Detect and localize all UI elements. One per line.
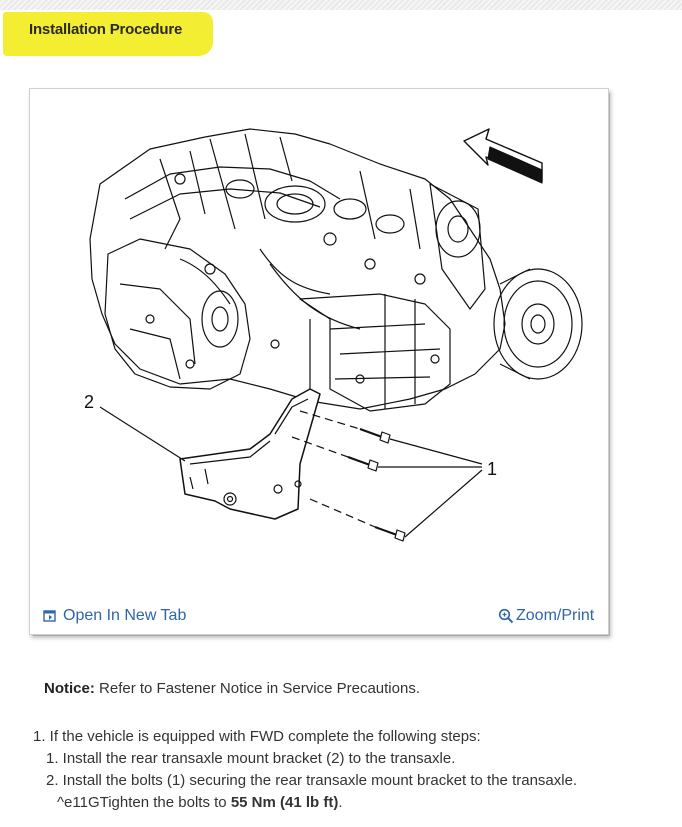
tighten-prefix: ^e11GTighten the bolts to — [57, 794, 231, 811]
heading-highlight — [3, 12, 213, 56]
notice-text: Refer to Fastener Notice in Service Prec… — [99, 680, 420, 697]
torque-value: 55 Nm (41 lb ft) — [230, 794, 339, 811]
diagram-figure: 1 2 — [29, 88, 609, 635]
substep-1: 1. Install the rear transaxle mount brac… — [46, 750, 456, 767]
tighten-instruction: ^e11GTighten the bolts to 55 Nm (41 lb f… — [33, 792, 577, 814]
open-new-tab-icon — [43, 610, 56, 622]
notice-paragraph: Notice: Refer to Fastener Notice in Serv… — [44, 680, 420, 697]
procedure-steps: 1. If the vehicle is equipped with FWD c… — [33, 726, 577, 814]
engine-diagram-illustration: 1 2 — [84, 128, 583, 542]
step-1: 1. If the vehicle is equipped with FWD c… — [33, 728, 481, 745]
bolt-top — [359, 428, 391, 444]
section-heading: Installation Procedure — [29, 21, 183, 38]
tighten-suffix: . — [338, 794, 343, 811]
callout-1: 1 — [487, 459, 497, 479]
direction-arrow-icon — [463, 128, 543, 184]
bolt-bottom — [374, 526, 406, 542]
callout-2: 2 — [84, 392, 94, 412]
mount-bracket — [179, 388, 321, 520]
open-new-tab-link[interactable]: Open In New Tab — [42, 607, 186, 625]
top-border-band — [0, 0, 682, 10]
zoom-print-label: Zoom/Print — [516, 607, 595, 624]
bolt-middle — [347, 456, 379, 472]
substep-2: 2. Install the bolts (1) securing the re… — [46, 772, 578, 789]
open-new-tab-label: Open In New Tab — [63, 607, 187, 624]
zoom-print-link[interactable]: Zoom/Print — [498, 607, 594, 625]
zoom-magnifier-icon — [498, 608, 514, 624]
notice-label: Notice: — [44, 680, 95, 697]
